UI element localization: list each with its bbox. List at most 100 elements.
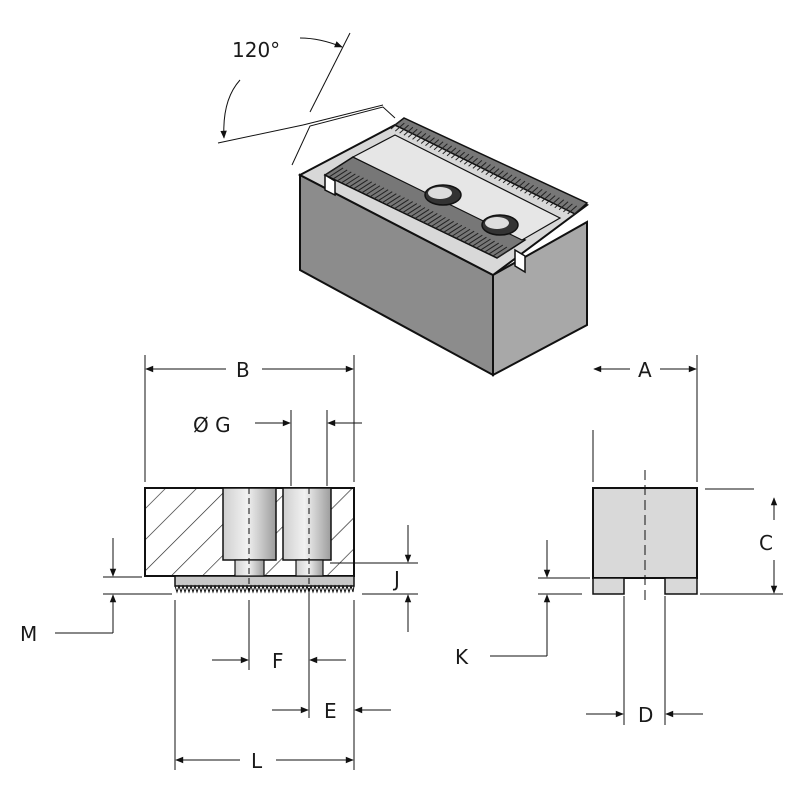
serration-tooth bbox=[390, 197, 405, 208]
angle-arc-right bbox=[299, 37, 343, 48]
serration-tooth bbox=[414, 209, 430, 219]
section-view: B Ø G M J F E L bbox=[20, 355, 418, 773]
angle-label: 120° bbox=[232, 38, 280, 62]
angle-ref-line-3 bbox=[309, 32, 351, 113]
serration-tooth bbox=[476, 238, 491, 249]
serration-tooth bbox=[532, 188, 543, 198]
serration-tooth bbox=[451, 226, 467, 237]
serration-tooth bbox=[463, 232, 479, 243]
serration-tooth bbox=[446, 147, 457, 157]
serration-tooth bbox=[447, 224, 463, 235]
dim-e-label: E bbox=[324, 699, 337, 723]
serration-tooth bbox=[541, 193, 552, 202]
serration-tooth bbox=[341, 173, 356, 184]
serration-tooth bbox=[442, 145, 453, 155]
angle-ref-line-1 bbox=[217, 124, 304, 144]
dim-m-label: M bbox=[20, 622, 37, 646]
serration-tooth bbox=[563, 203, 573, 213]
serration-tooth bbox=[394, 199, 409, 210]
serration-tooth bbox=[435, 218, 450, 229]
serration-tooth bbox=[567, 205, 578, 215]
serration-tooth bbox=[361, 183, 377, 194]
serration-tooth bbox=[511, 178, 521, 188]
serration-tooth bbox=[451, 149, 461, 159]
serration-tooth bbox=[476, 162, 487, 171]
serration-tooth bbox=[433, 141, 444, 151]
serration-tooth bbox=[332, 169, 348, 180]
dim-k-label: K bbox=[455, 645, 469, 669]
serration-tooth bbox=[398, 201, 413, 211]
serration-tooth bbox=[438, 143, 448, 153]
serration-tooth bbox=[431, 216, 446, 227]
serration-tooth bbox=[468, 234, 483, 245]
serration-tooth bbox=[528, 186, 539, 196]
serration-tooth bbox=[554, 199, 565, 209]
serration-tooth bbox=[443, 222, 459, 233]
serration-tooth bbox=[524, 184, 534, 194]
front-notch-left bbox=[324, 173, 336, 197]
serration-tooth bbox=[365, 185, 381, 196]
serration-tooth bbox=[373, 189, 389, 200]
serration-tooth bbox=[410, 207, 426, 217]
serration-tooth bbox=[489, 168, 500, 178]
angle-ref-line-2 bbox=[302, 104, 384, 126]
front-notch-right bbox=[514, 248, 526, 274]
dim-a-label: A bbox=[638, 358, 652, 382]
angle-ref-line-4 bbox=[291, 106, 396, 166]
serration-tooth bbox=[558, 201, 569, 211]
center-channel bbox=[351, 134, 562, 241]
serration-tooth bbox=[353, 179, 368, 190]
dim-g-label: Ø G bbox=[193, 413, 231, 437]
section-serration-profile bbox=[174, 584, 355, 594]
serration-tooth bbox=[337, 171, 352, 182]
serration-tooth bbox=[357, 181, 373, 192]
serration-tooth bbox=[498, 172, 509, 182]
serration-tooth bbox=[537, 191, 547, 200]
serration-tooth bbox=[377, 191, 393, 202]
dim-l-label: L bbox=[251, 749, 263, 773]
serration-tooth bbox=[459, 153, 470, 163]
angle-arc-left bbox=[220, 79, 241, 139]
section-base-strip bbox=[174, 575, 355, 587]
serration-tooth bbox=[425, 137, 435, 146]
serration-tooth bbox=[507, 176, 517, 186]
serration-tooth bbox=[402, 203, 418, 213]
section-serration-teeth bbox=[174, 584, 355, 594]
serration-tooth bbox=[345, 175, 360, 186]
serration-tooth bbox=[390, 120, 401, 130]
serration-tooth bbox=[484, 242, 499, 253]
serration-tooth bbox=[515, 180, 526, 190]
serration-tooth bbox=[571, 207, 582, 217]
serration-tooth bbox=[488, 244, 504, 255]
dim-f-label: F bbox=[272, 649, 284, 673]
serration-tooth bbox=[472, 159, 483, 169]
serration-tooth bbox=[407, 128, 418, 138]
serration-tooth bbox=[472, 236, 487, 247]
serration-tooth bbox=[463, 155, 474, 165]
end-view-base bbox=[592, 577, 625, 595]
serration-tooth bbox=[492, 246, 508, 257]
mount-hole-2-inner bbox=[485, 217, 509, 229]
serration-tooth bbox=[349, 177, 364, 188]
serration-tooth bbox=[412, 130, 422, 140]
serration-tooth bbox=[394, 122, 405, 132]
serration-tooth bbox=[418, 211, 434, 221]
serration-tooth bbox=[496, 248, 512, 259]
serration-tooth bbox=[455, 228, 471, 239]
dim-j-label: J bbox=[392, 567, 400, 591]
serration-tooth bbox=[439, 220, 454, 231]
mount-hole-1-inner bbox=[428, 187, 452, 199]
serration-tooth bbox=[399, 124, 409, 134]
serration-teeth bbox=[324, 120, 582, 259]
serration-tooth bbox=[502, 174, 513, 184]
serration-tooth bbox=[328, 167, 344, 178]
serration-tooth bbox=[519, 182, 530, 192]
serration-tooth bbox=[468, 157, 478, 167]
serration-tooth bbox=[403, 126, 414, 136]
serration-tooth bbox=[423, 213, 438, 223]
serration-tooth bbox=[494, 170, 504, 180]
dim-b-label: B bbox=[236, 358, 250, 382]
serration-tooth bbox=[420, 135, 431, 144]
serration-tooth bbox=[459, 230, 475, 241]
end-view-base-right bbox=[664, 577, 698, 595]
